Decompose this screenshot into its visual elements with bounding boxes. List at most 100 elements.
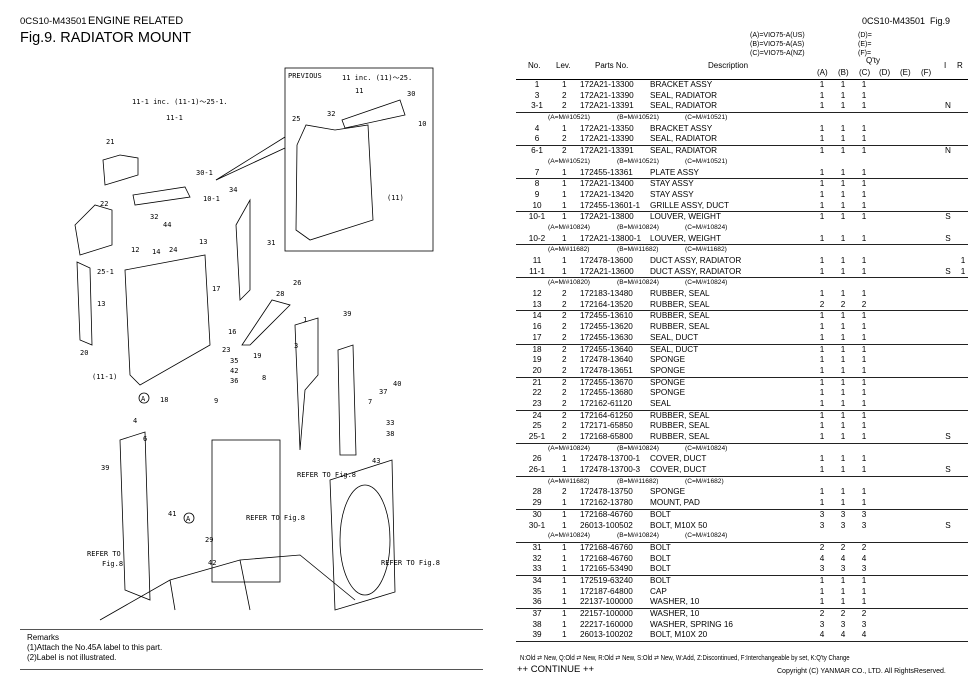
- callout: 30-1: [196, 169, 213, 177]
- qty-b: 3: [840, 509, 846, 519]
- qty-b: 1: [840, 398, 846, 408]
- item-number: 35: [532, 586, 542, 596]
- previous-duct: [295, 124, 374, 241]
- doc-code: 0CS10-M43501: [20, 16, 87, 27]
- level: 2: [562, 355, 567, 365]
- callout: 10: [418, 120, 426, 128]
- level: 1: [562, 123, 567, 133]
- qty-b: 2: [840, 542, 846, 552]
- col-r: R: [957, 61, 963, 70]
- qty-b: 1: [840, 80, 846, 89]
- model-c: (C)=VIO75-A(NZ): [750, 50, 805, 57]
- qty-b: 1: [840, 498, 846, 508]
- serial-note: (A=M/#10824)(B=M/#10824)(C=M/#10824): [516, 531, 968, 542]
- description: PLATE ASSY: [650, 167, 699, 177]
- callout: 9: [214, 397, 218, 405]
- item-number: 37: [532, 609, 542, 618]
- description: DUCT ASSY, RADIATOR: [650, 266, 742, 276]
- description: BOLT, M10X 20: [650, 630, 708, 640]
- callout: 7: [368, 398, 372, 406]
- qty-c: 1: [861, 388, 867, 398]
- serial-range: (C=M/#10824): [685, 223, 728, 231]
- item-number: 24: [532, 410, 542, 420]
- serial-range: (C=M/#10824): [685, 279, 728, 287]
- qty-c: 1: [861, 233, 867, 243]
- callout: (11-1): [92, 373, 117, 381]
- callout: 17: [212, 285, 220, 293]
- model-e: (E)=: [858, 41, 872, 48]
- description: RUBBER, SEAL: [650, 311, 710, 321]
- qty-c: 3: [861, 509, 867, 519]
- callout: 32: [327, 110, 335, 118]
- item-number: 34: [532, 575, 542, 585]
- serial-range: (B=M/#11682): [617, 477, 659, 485]
- exploded-diagram: PREVIOUS 11 inc. (11)〜25. 11 30 32 25 10…: [74, 67, 440, 621]
- qty-b: 1: [840, 365, 846, 375]
- qty-c: 1: [861, 377, 867, 387]
- serial-note: (A=M/#10820)(B=M/#10824)(C=M/#10824): [516, 278, 968, 289]
- qty-c: 1: [861, 311, 867, 321]
- col-description: Description: [708, 61, 749, 70]
- qty-a: 1: [819, 189, 825, 199]
- part-number: 172164-13520: [580, 299, 633, 309]
- col-qty: Q'ty: [866, 56, 880, 65]
- level: 2: [562, 487, 567, 497]
- cover-26: [235, 198, 251, 301]
- callout: 38: [386, 430, 394, 438]
- qty-a: 1: [819, 377, 825, 387]
- description: SPONGE: [650, 377, 686, 387]
- serial-note: (A=M/#10521)(B=M/#10521)(C=M/#10521): [516, 113, 968, 124]
- qty-a: 1: [819, 200, 825, 210]
- description: RUBBER, SEAL: [650, 322, 710, 332]
- level: 2: [562, 344, 567, 354]
- qty-b: 1: [840, 200, 846, 210]
- description: SPONGE: [650, 388, 686, 398]
- serial-note: (A=M/#10521)(B=M/#10521)(C=M/#10521): [516, 157, 968, 168]
- qty-b: 1: [840, 355, 846, 365]
- qty-a: 1: [819, 398, 825, 408]
- qty-a: 1: [819, 432, 825, 441]
- serial-range: (A=M/#11682): [548, 246, 590, 254]
- part-number: 172162-13780: [580, 498, 633, 508]
- serial-note: (A=M/#10824)(B=M/#10824)(C=M/#10824): [516, 223, 968, 234]
- item-number: 26-1: [528, 465, 546, 475]
- radiator: [211, 439, 281, 583]
- part-number: 172478-13640: [580, 355, 633, 365]
- interchange-code: S: [945, 465, 951, 475]
- qty-a: 3: [819, 509, 825, 519]
- item-number: 18: [532, 344, 542, 354]
- change-code-legend: N:Old ⇄ New, Q:Old ⇄ New, R:Old ⇄ New, S…: [520, 653, 850, 662]
- level: 2: [562, 322, 567, 332]
- description: STAY ASSY: [650, 189, 694, 199]
- fan-shroud: [329, 459, 396, 611]
- description: RUBBER, SEAL: [650, 410, 710, 420]
- part-number: 172A21-13390: [580, 134, 634, 144]
- level: 2: [562, 101, 567, 111]
- serial-range: (A=M/#10521): [548, 157, 590, 165]
- part-number: 172A21-13800-1: [580, 233, 642, 243]
- page-title: Fig.9. RADIATOR MOUNT: [20, 30, 192, 46]
- qty-a: 1: [819, 311, 825, 321]
- serial-range: (B=M/#10824): [617, 444, 659, 452]
- qty-b: 1: [840, 377, 846, 387]
- level: 2: [562, 432, 567, 441]
- level: 1: [562, 619, 567, 629]
- qty-b: 1: [840, 167, 846, 177]
- item-number: 19: [532, 355, 542, 365]
- callout-refer: Fig.8: [102, 560, 123, 568]
- description: CAP: [650, 586, 667, 596]
- qty-a: 1: [819, 597, 825, 607]
- level: 1: [562, 454, 567, 464]
